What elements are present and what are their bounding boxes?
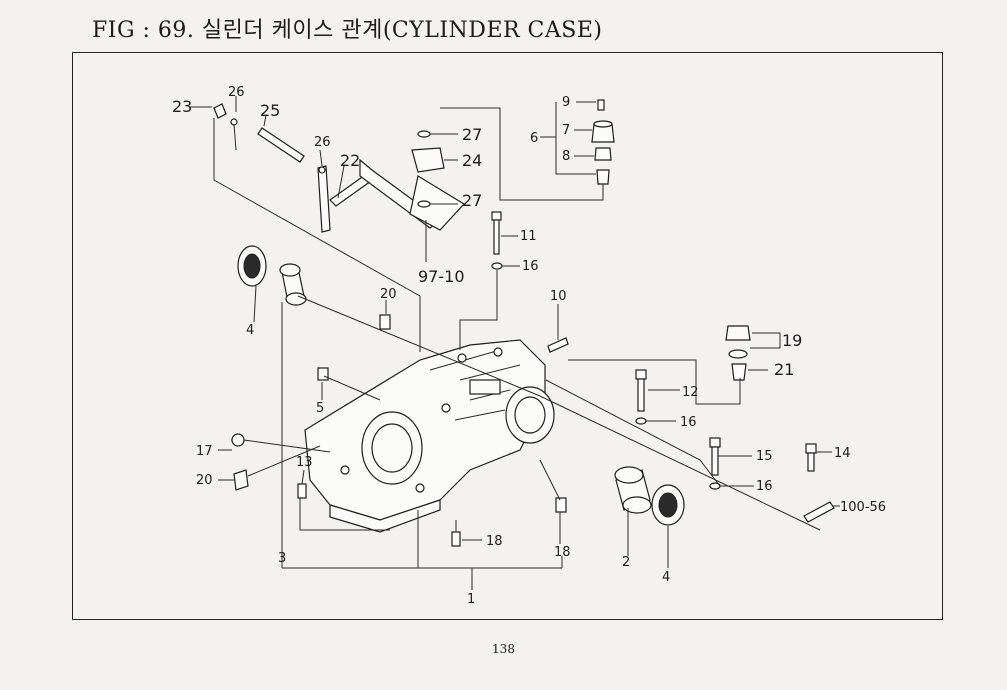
page-number: 138 — [492, 642, 515, 656]
callout-1: 1 — [467, 592, 475, 607]
callout-5: 5 — [316, 401, 324, 416]
oil-seal-right — [651, 484, 685, 526]
callout-27-top: 27 — [462, 125, 482, 144]
callout-3: 3 — [278, 551, 286, 566]
callout-10: 10 — [550, 289, 567, 304]
figure-title: FIG : 69. 실린더 케이스 관계(CYLINDER CASE) — [92, 18, 603, 43]
callout-14: 14 — [834, 446, 851, 461]
oil-seal-left — [237, 245, 267, 287]
callout-21: 21 — [774, 360, 794, 379]
bolts-and-washers — [231, 211, 835, 547]
callout-7: 7 — [562, 123, 570, 138]
callout-15: 15 — [756, 449, 773, 464]
callout-16-right: 16 — [756, 479, 773, 494]
callout-6: 6 — [530, 131, 538, 146]
callout-labels: 23 26 25 26 22 27 24 27 97-10 9 6 7 8 11… — [172, 85, 886, 607]
bushing-right — [614, 466, 652, 514]
callout-20-left: 20 — [196, 473, 213, 488]
ref-100-56: 100-56 — [840, 500, 886, 515]
callout-16-mid: 16 — [680, 415, 697, 430]
diagram-frame — [72, 52, 943, 620]
callout-11: 11 — [520, 229, 537, 244]
callout-9: 9 — [562, 95, 570, 110]
cylinder-case-body — [304, 339, 555, 533]
callout-23: 23 — [172, 97, 192, 116]
callout-19: 19 — [782, 331, 802, 350]
leader-lines — [189, 96, 840, 590]
linkage-assembly — [213, 103, 465, 233]
callout-26-top: 26 — [228, 85, 245, 100]
callout-18-center: 18 — [486, 534, 503, 549]
callout-18-right: 18 — [554, 545, 571, 560]
mount-stack — [591, 99, 615, 185]
callout-25: 25 — [260, 101, 280, 120]
bushing-left — [279, 263, 307, 306]
callout-8: 8 — [562, 149, 570, 164]
callout-16-top: 16 — [522, 259, 539, 274]
callout-22: 22 — [340, 151, 360, 170]
callout-4-left: 4 — [246, 323, 254, 338]
callout-27-bottom: 27 — [462, 191, 482, 210]
ref-97-10: 97-10 — [418, 267, 465, 286]
callout-20-top: 20 — [380, 287, 397, 302]
callout-2: 2 — [622, 555, 630, 570]
callout-4-right: 4 — [662, 570, 670, 585]
callout-26: 26 — [314, 135, 331, 150]
callout-13: 13 — [296, 455, 313, 470]
callout-12: 12 — [682, 385, 699, 400]
callout-17: 17 — [196, 444, 213, 459]
callout-24: 24 — [462, 151, 482, 170]
